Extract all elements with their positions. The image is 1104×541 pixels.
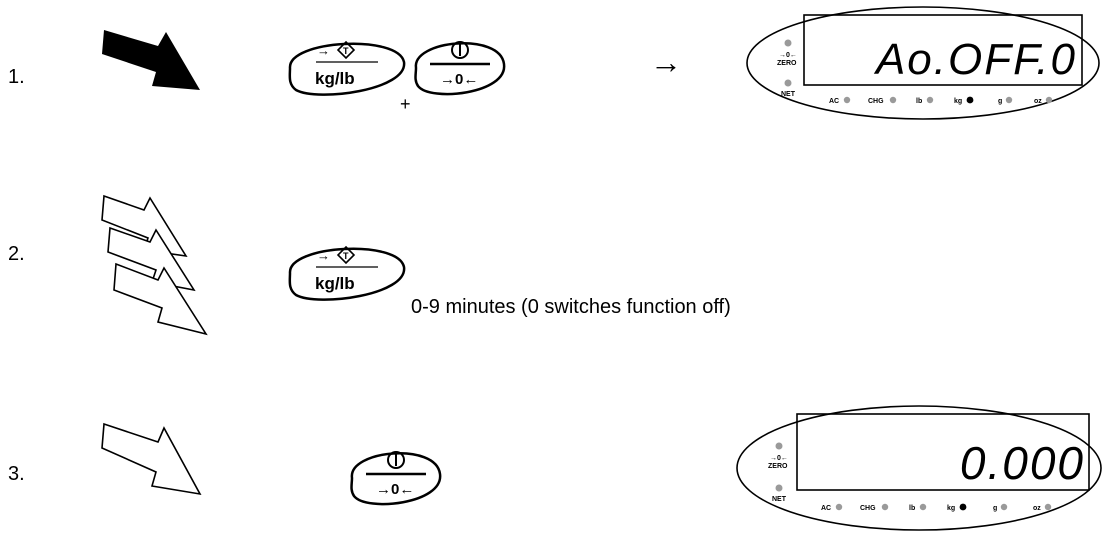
indicator-lb-3: lb <box>909 505 915 512</box>
indicator-chg: CHG <box>868 98 884 105</box>
net-label-3: NET <box>772 496 787 503</box>
indicator-oz: oz <box>1034 98 1042 105</box>
step-2-caption: 0-9 minutes (0 switches function off) <box>411 296 731 318</box>
zero-label-3: ZERO <box>768 463 788 470</box>
tare-button-label: kg/lb <box>315 69 355 88</box>
step-1-number: 1. <box>8 66 25 88</box>
indicator-g-3: g <box>993 505 997 512</box>
indicator-ac: AC <box>829 98 839 105</box>
solid-press-arrow-icon <box>102 30 200 90</box>
indicator-lb: lb <box>916 98 922 105</box>
indicator-ac-3: AC <box>821 505 831 512</box>
outline-press-arrow-icon <box>101 422 202 496</box>
step-2-number: 2. <box>8 243 25 265</box>
scale-display-3: →0← ZERO NET 0.000 AC CHG lb kg g oz <box>736 405 1102 531</box>
svg-text:T: T <box>343 251 349 261</box>
svg-text:→: → <box>317 43 330 58</box>
svg-text:→: → <box>317 248 330 263</box>
tare-kglb-button-icon: → T kg/lb <box>288 40 406 96</box>
indicator-g: g <box>998 98 1002 105</box>
power-zero-button-icon: →0← <box>414 41 506 96</box>
svg-text:T: T <box>343 46 349 56</box>
indicator-kg-3: kg <box>947 505 955 512</box>
indicator-kg: kg <box>954 98 962 105</box>
step-3-number: 3. <box>8 463 25 485</box>
tare-button-label-2: kg/lb <box>315 274 355 293</box>
zero-symbol-3: →0← <box>770 455 788 462</box>
scale-display-1: →0← ZERO NET Ao.OFF.0 AC CHG lb kg g oz <box>746 6 1100 120</box>
indicator-oz-3: oz <box>1033 505 1041 512</box>
indicator-chg-3: CHG <box>860 505 876 512</box>
repeated-press-arrows-icon <box>101 194 208 336</box>
zero-label: ZERO <box>777 60 797 67</box>
display-3-reading: 0.000 <box>960 437 1085 489</box>
net-label: NET <box>781 91 796 98</box>
combine-plus: + <box>400 94 411 114</box>
power-zero-button-icon-step3: →0← <box>350 451 442 506</box>
result-arrow-icon: → <box>650 44 682 80</box>
svg-text:→0←: →0← <box>376 481 414 498</box>
display-1-reading: Ao.OFF.0 <box>873 35 1077 84</box>
svg-text:→0←: →0← <box>440 71 478 88</box>
zero-symbol: →0← <box>779 52 797 59</box>
tare-kglb-button-icon-step2: → T kg/lb <box>288 245 406 301</box>
